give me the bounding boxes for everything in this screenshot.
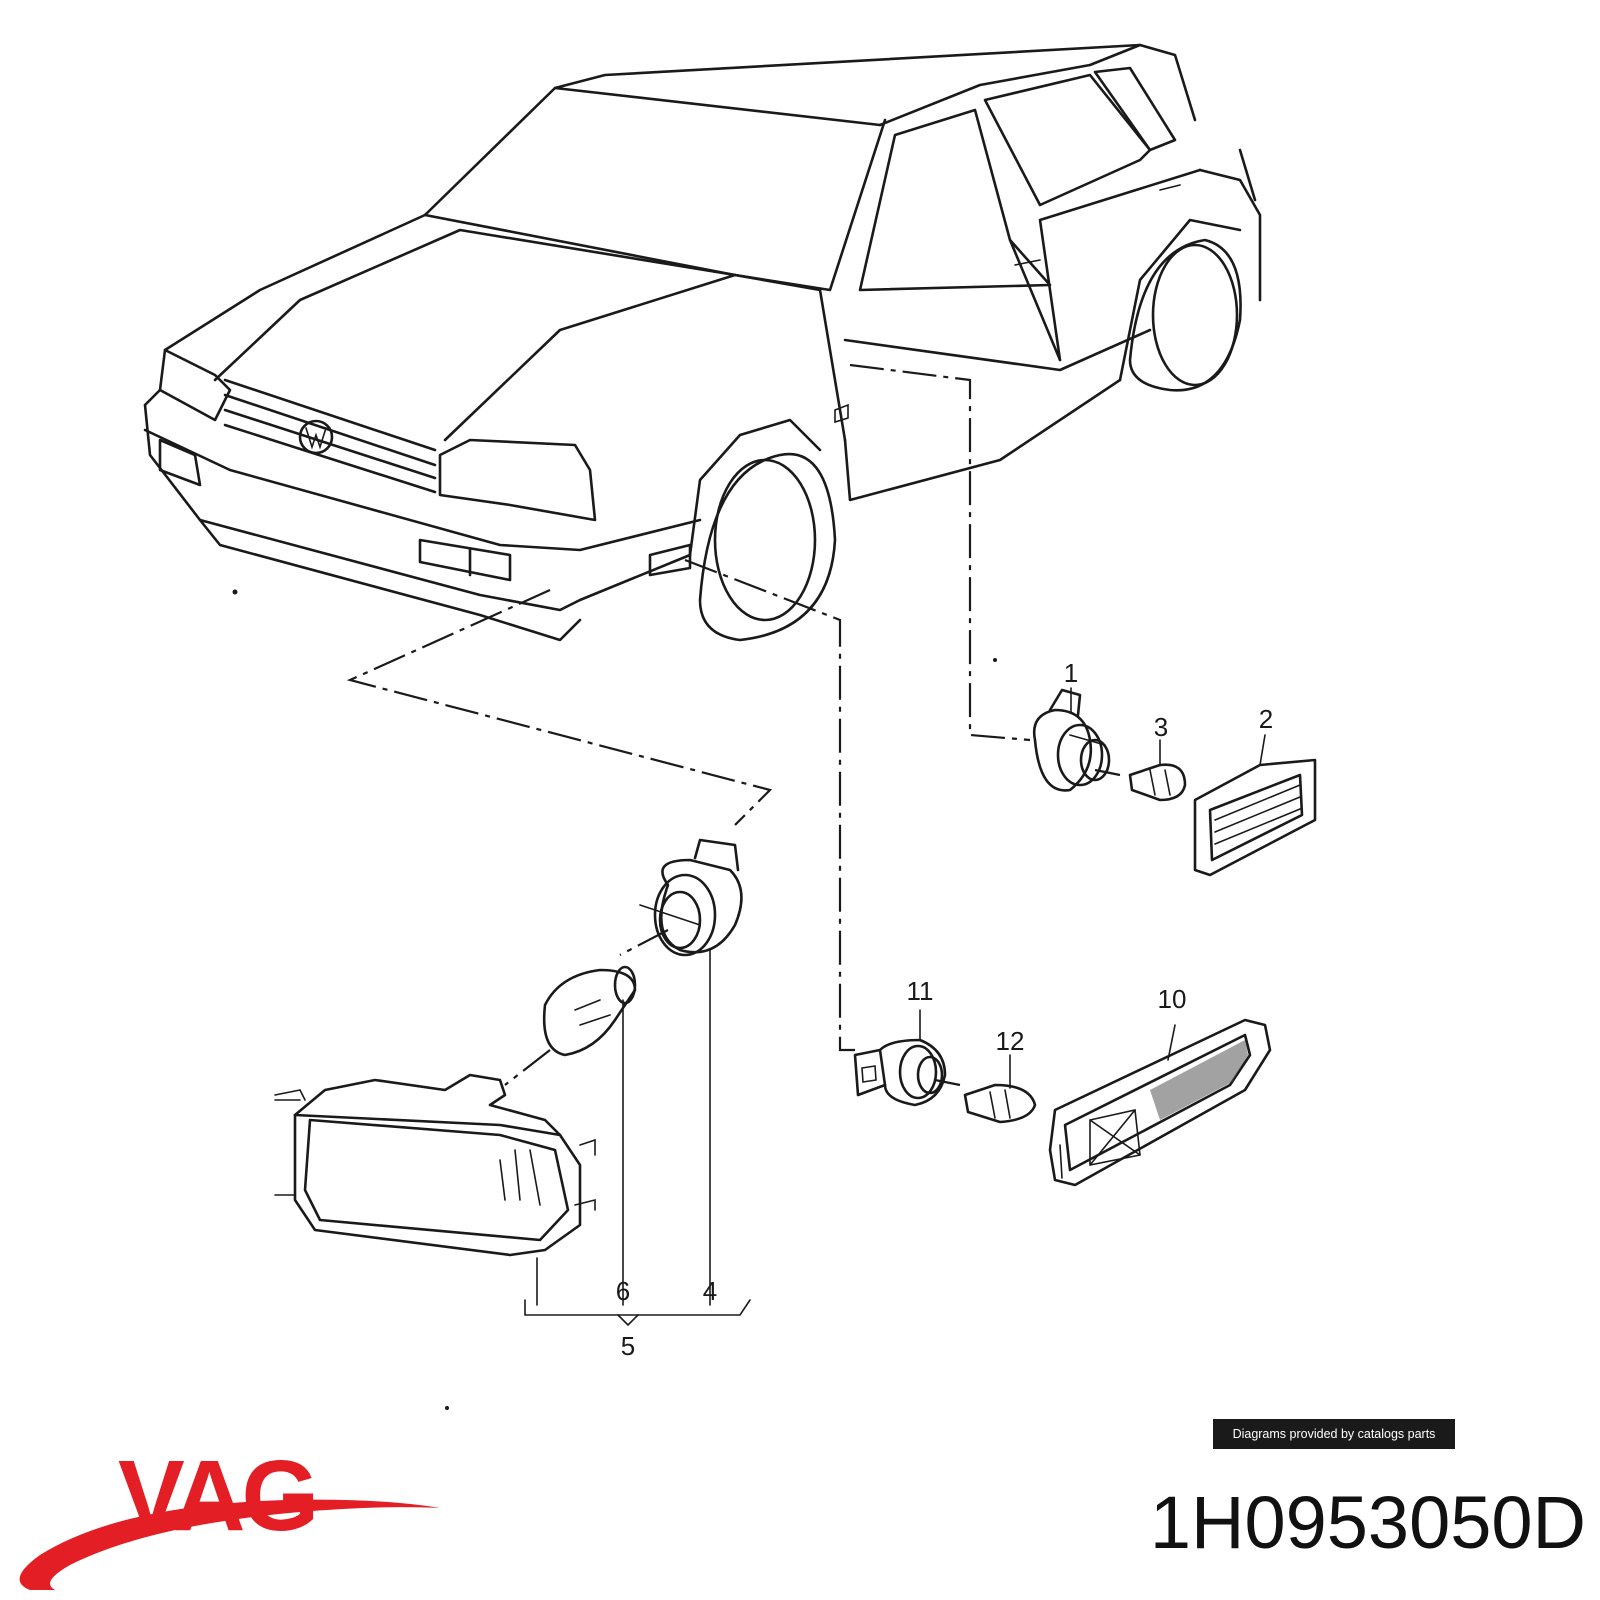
part-10-reflector-lens[interactable] (1048, 1018, 1272, 1187)
callout-10: 10 (1158, 984, 1187, 1014)
leader-lines (346, 363, 1121, 1087)
part-1-bulb-socket[interactable] (1032, 687, 1111, 792)
callout-2: 2 (1259, 704, 1273, 734)
part-3-bulb[interactable] (1128, 739, 1187, 802)
reflector-texture (1150, 1040, 1248, 1120)
part-12-bulb[interactable] (963, 1054, 1037, 1124)
callout-5: 5 (621, 1331, 635, 1361)
callout-6: 6 (616, 1276, 630, 1306)
callout-3: 3 (1154, 712, 1168, 742)
part-2-side-marker-lens[interactable] (1193, 734, 1317, 877)
callout-12: 12 (996, 1026, 1025, 1056)
brand-logo: VAG (118, 1440, 319, 1552)
part-number: 1H0953050D (1149, 1481, 1586, 1564)
part-11-side-marker-socket[interactable] (853, 1009, 947, 1107)
part-6-turn-signal-bulb[interactable] (542, 965, 637, 1306)
callout-4: 4 (703, 1276, 717, 1306)
vag-logo-swoosh-icon (19, 1499, 440, 1590)
credit-banner: Diagrams provided by catalogs parts (1213, 1419, 1455, 1449)
car-illustration (143, 43, 1262, 1410)
callout-1: 1 (1064, 658, 1078, 688)
part-4-turn-signal-socket[interactable] (639, 838, 743, 1306)
part-5-turn-signal-housing[interactable] (274, 1073, 751, 1327)
callout-11: 11 (907, 976, 934, 1006)
